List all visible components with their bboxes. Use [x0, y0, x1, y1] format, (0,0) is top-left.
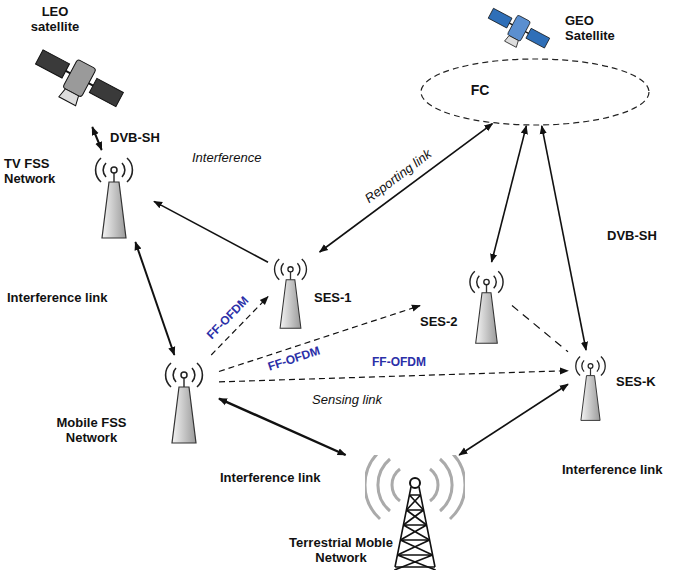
link-label: Interference link [560, 462, 664, 477]
link-arrow [459, 384, 568, 455]
node-label: Mobile FSS Network [44, 415, 139, 445]
link-label: Interference [190, 150, 263, 165]
node-label: SES-2 [420, 314, 464, 329]
station-node: SES-K [568, 350, 694, 422]
link-arrow [135, 242, 174, 355]
node-label: SES-K [616, 374, 690, 389]
node-label: GEO Satellite [565, 13, 630, 43]
node-label: SES-1 [314, 290, 358, 305]
link-label: FF-OFDM [202, 292, 253, 344]
fusion-center-ellipse: FC [420, 58, 650, 126]
link-arrow [320, 124, 493, 252]
satellite-icon [32, 38, 127, 118]
link-arrow [154, 201, 268, 262]
tower-icon [159, 355, 209, 445]
node-label: Terrestrial Moble Network [285, 535, 397, 565]
dashed-link [512, 306, 568, 352]
node-label: TV FSS Network [4, 156, 82, 186]
free-label: Sensing link [310, 392, 384, 407]
link-label: Interference link [218, 470, 322, 485]
tower-icon [268, 252, 313, 330]
link-arrow [219, 399, 346, 455]
link-label: Interference link [5, 290, 109, 305]
station-node: SES-2 [420, 262, 512, 347]
tower-icon [365, 455, 465, 570]
link-arrow [542, 126, 586, 350]
link-label: DVB-SH [108, 130, 162, 145]
link-label: Reporting link [360, 145, 436, 207]
link-label: FF-OFDM [370, 355, 428, 370]
tower-icon [568, 350, 613, 422]
link-arrow [492, 126, 527, 262]
tower-icon [89, 150, 139, 240]
link-label: FF-OFDM [264, 343, 324, 375]
link-arrow [92, 127, 101, 150]
satellite-node: LEO satellite [12, 2, 132, 127]
tower-icon [464, 262, 509, 347]
network-node: TV FSS Network [4, 150, 154, 242]
node-label: LEO satellite [20, 4, 90, 34]
station-node: SES-1 [268, 252, 358, 330]
link-label: DVB-SH [605, 228, 659, 243]
ellipse-outline [420, 58, 650, 126]
satellite-icon [478, 0, 560, 56]
satellite-node: GEO Satellite [470, 0, 630, 58]
node-label: FC [450, 83, 510, 98]
network-node: Mobile FSS Network [4, 355, 219, 465]
